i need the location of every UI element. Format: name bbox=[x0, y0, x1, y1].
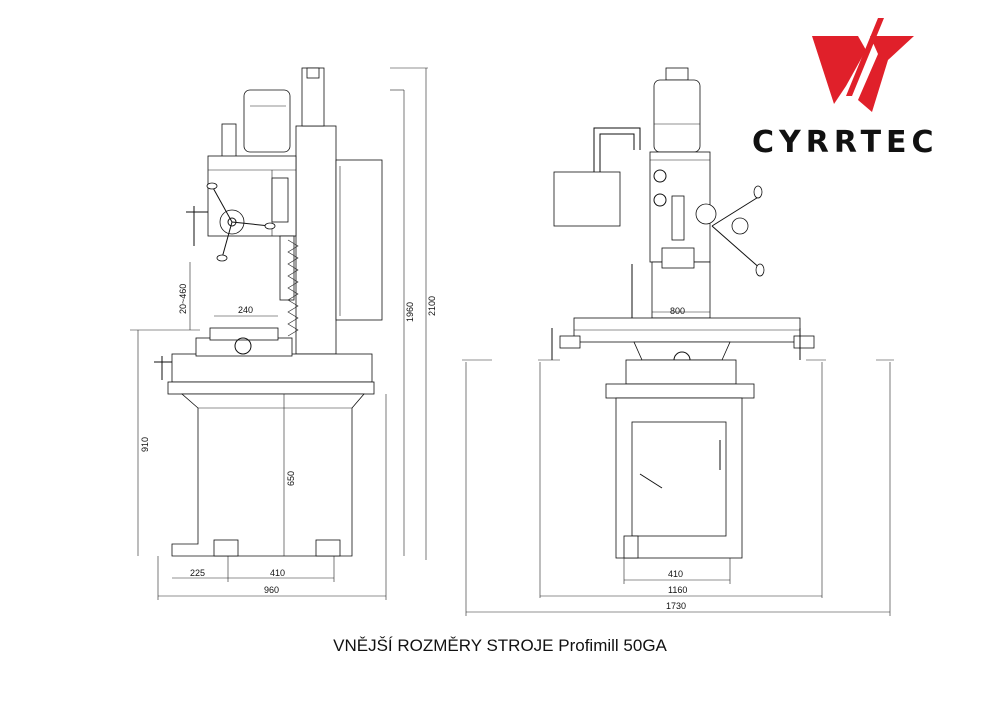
side-column-guard bbox=[335, 159, 383, 321]
dim-225: 225 bbox=[190, 568, 205, 578]
cyrrtec-logo: CYRRTEC bbox=[752, 18, 939, 160]
front-cabinet-door bbox=[631, 421, 727, 537]
logo-mark-left bbox=[812, 36, 866, 104]
side-column bbox=[295, 125, 337, 355]
drawing-caption: VNĚJŠÍ ROZMĚRY STROJE Profimill 50GA bbox=[333, 636, 667, 655]
front-view: 800 410 1160 1730 bbox=[462, 67, 894, 616]
side-table bbox=[171, 353, 373, 383]
dim-240: 240 bbox=[238, 305, 253, 315]
dim-410-front: 410 bbox=[668, 569, 683, 579]
front-motor bbox=[653, 79, 701, 153]
logo-brand-text: CYRRTEC bbox=[752, 125, 939, 160]
side-feed-handwheel bbox=[186, 182, 276, 262]
dim-650: 650 bbox=[286, 471, 296, 486]
side-head-motor bbox=[243, 89, 291, 153]
dim-960: 960 bbox=[264, 585, 279, 595]
dim-1730: 1730 bbox=[666, 601, 686, 611]
front-saddle bbox=[633, 341, 731, 361]
dim-1160: 1160 bbox=[668, 585, 687, 595]
logo-mark-right bbox=[858, 36, 914, 112]
dim-2100: 2100 bbox=[427, 296, 437, 316]
side-cabinet bbox=[171, 393, 365, 557]
logo-mark-slash bbox=[846, 18, 884, 96]
dim-910: 910 bbox=[140, 437, 150, 452]
dim-410-side: 410 bbox=[270, 568, 285, 578]
dim-800: 800 bbox=[670, 306, 685, 316]
dim-20-460: 20~460 bbox=[178, 284, 188, 314]
side-view: 2100 1960 910 650 20~460 240 225 410 960 bbox=[130, 67, 437, 600]
dim-1960: 1960 bbox=[405, 302, 415, 322]
front-control-box bbox=[553, 171, 621, 227]
